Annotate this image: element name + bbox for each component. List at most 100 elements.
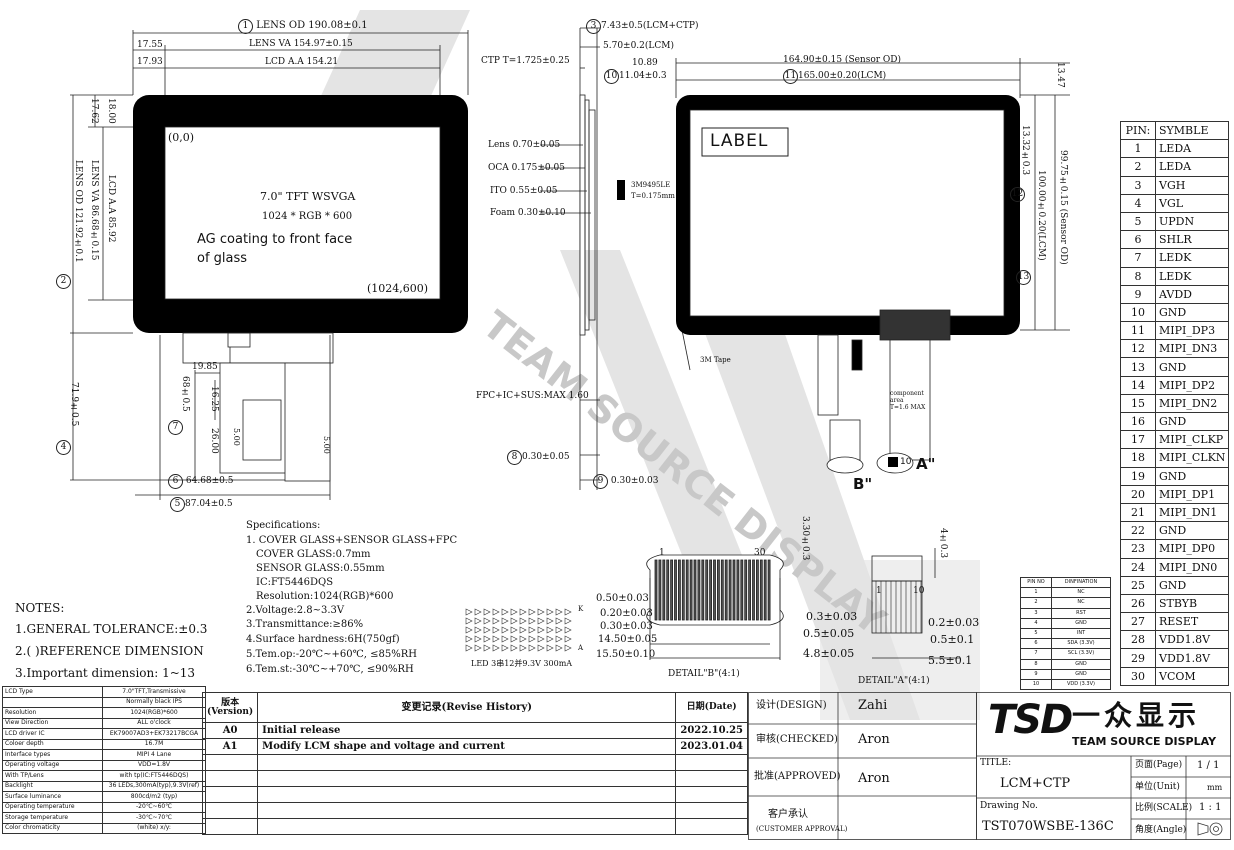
component-area-3: T=1.6 MAX [890,404,926,411]
led-diode-icon [528,608,536,616]
ctp-header-def: DINFINATION [1051,576,1111,589]
led-diode-icon [564,626,572,634]
detail-b-1550: 15.50±0.10 [596,649,656,660]
pin-symbol: GND [1154,521,1230,541]
detail-b-contact [752,559,755,621]
revision-header-date: 日期(Date) [675,692,748,723]
ctp-pin-number: 8 [1020,658,1052,670]
callout-7: 7 [168,416,183,435]
title-block-grid [976,692,1231,840]
callout-4: 4 [56,436,71,455]
dim-2600: 26.00 [209,428,219,454]
pin-symbol: VDD1.8V [1154,630,1230,650]
revision-empty-row [201,786,748,803]
detail-b-contact [693,559,697,621]
ctp-pin-number: 7 [1020,648,1052,660]
detail-b-drawing [646,554,784,660]
spec-key [2,696,103,708]
fpc-thickness: FPC+IC+SUS:MAX 1.60 [476,391,589,401]
revision-empty-row [201,770,748,787]
spec-value: with tp(IC:FT5446DQS) [102,770,206,782]
detail-a-03: 0.3±0.03 [806,610,858,623]
detail-b-marker: B" [853,475,873,493]
detail-b-caption: DETAIL"B"(4:1) [668,669,740,679]
led-diode-icon [528,635,536,643]
ctp-pin-def: RST [1051,607,1111,619]
pin-symbol: VGL [1154,193,1230,213]
led-diode-icon [501,635,509,643]
detail-a-55: 5.5±0.1 [928,654,973,667]
ctp-pin-number: 2 [1020,597,1052,609]
led-diode-icon [519,608,527,616]
led-diode-icon [492,635,500,643]
led-diode-icon [483,608,491,616]
ctp-pin-number: 3 [1020,607,1052,619]
unit-label: 单位(Unit) [1135,782,1180,792]
specs-line2: COVER GLASS:0.7mm [256,549,371,560]
pin-header-row: PIN:SYMBLE [1120,120,1230,141]
led-diode-icon [546,617,554,625]
ctp-thickness: CTP T=1.725±0.25 [481,56,570,66]
sensor-od-label: 164.90±0.15 (Sensor OD) [783,55,902,65]
led-diode-icon [537,608,545,616]
detail-b-contact [689,559,693,621]
detail-b-contact [666,559,670,621]
spec-value: MIPI 4 Lane [102,749,206,761]
detail-b-contact [767,559,771,621]
revision-version: A1 [201,738,259,755]
page-label: 页面(Page) [1135,760,1183,770]
led-diode-icon [564,617,572,625]
spec-key: Operating temperature [2,801,103,813]
notes-line1: 1.GENERAL TOLERANCE:±0.3 [15,622,208,636]
spec-value: 1024(RGB)*600 [102,707,206,719]
pin-symbol: RESET [1154,612,1230,632]
lcd-aa-v: LCD A.A 85.92 [106,175,116,243]
led-diode-icon [519,644,527,652]
led-a: A [578,644,584,652]
ctp-pin-number: 4 [1020,617,1052,629]
display-resolution: 1024 * RGB * 600 [262,211,353,222]
dim-1762: 17.62 [89,98,99,124]
revision-header-version: 版本 (Version) [201,692,259,723]
spec-row: Operating temperature-20℃~60℃ [2,801,206,813]
pin-number: 5 [1120,211,1156,232]
detail-b-1450: 14.50±0.05 [598,634,658,645]
pin-symbol: MIPI_DN0 [1154,557,1230,577]
spec-key: Coloer depth [2,738,103,750]
spec-value: ALL o'clock [102,717,206,729]
detail-b-contact [713,559,716,621]
pin-symbol: MIPI_DP1 [1154,484,1230,504]
led-diode-icon [519,617,527,625]
pin-number: 2 [1120,157,1156,177]
revision-empty-row [201,818,748,835]
led-diode-icon [555,617,563,625]
signoff-design-value: Zahi [858,698,888,713]
scale-value: 1 : 1 [1199,802,1222,813]
signoff-customer-label-en: (CUSTOMER APPROVAL) [756,825,848,833]
spec-key: Color chromaticity [2,822,103,834]
led-diode-icon [564,644,572,652]
pin-number: 4 [1120,193,1156,213]
dim-1347: 13.47 [1055,62,1065,88]
label-text: LABEL [710,131,769,151]
led-diode-icon [474,608,482,616]
fpc-pin-10: 10 [900,457,912,467]
